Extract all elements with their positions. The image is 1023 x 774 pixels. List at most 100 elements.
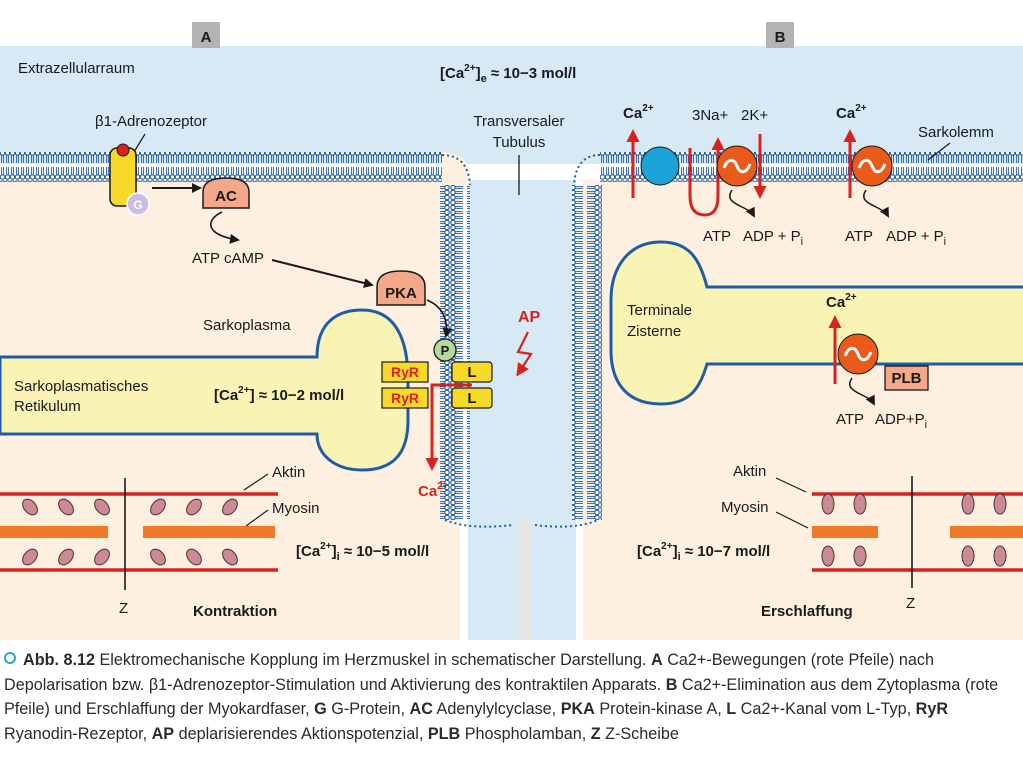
sarcolemma-curve-right <box>573 154 601 186</box>
z-label-b: Z <box>906 595 915 612</box>
caption-text-pka: Protein-kinase A, <box>599 700 722 718</box>
l-label-bottom: L <box>467 390 476 407</box>
tubule-gap <box>517 520 532 640</box>
caption-text-a: Ca2+-Bewegungen (rote Pfeile) nach Depol… <box>4 651 935 694</box>
pmca-symbol <box>857 158 887 174</box>
myosin-pointer-b <box>775 511 809 529</box>
caption-text-ac: Adenylylcyclase, <box>436 700 557 718</box>
adp-pi-label-b2: ADP + Pi <box>886 228 946 248</box>
tubule-label-line2: Tubulus <box>493 134 546 151</box>
ca-extracellular-concentration: [Ca2+]e ≈ 10−3 mol/l <box>440 63 576 85</box>
sarcomere-a <box>0 478 278 590</box>
caption-key-l: L <box>726 700 737 718</box>
caption-text-plb: Phospholamban, <box>464 724 587 743</box>
svg-text:ADP + Pi: ADP + Pi <box>743 228 803 248</box>
k2-label: 2K+ <box>741 107 768 124</box>
caption-text-ryr: Ryanodin-Rezeptor, <box>4 724 148 743</box>
ca-release-arrow <box>425 383 472 471</box>
caption-key-g: G <box>314 700 327 718</box>
adrenoceptor-label: β1-Adrenozeptor <box>95 113 207 130</box>
t-tubule-wall-right <box>572 185 602 520</box>
svg-text:[Ca2+]i ≈ 10−5 mol/l: [Ca2+]i ≈ 10−5 mol/l <box>296 541 429 563</box>
atp-hydrolysis-arrow-1 <box>729 189 755 218</box>
protein-kinase-a <box>376 270 426 306</box>
arrow-camp-to-pka <box>271 259 374 288</box>
panel-a-label: A <box>201 29 212 46</box>
na-k-atpase-symbol <box>722 158 752 174</box>
l-channel-bottom <box>451 387 493 409</box>
aktin-pointer-b <box>775 477 807 493</box>
l-label-top: L <box>467 364 476 381</box>
caption-key-ap: AP <box>151 724 175 743</box>
ryr-channel-top <box>381 361 429 383</box>
sarcolemma-corner-left <box>441 152 470 190</box>
serca-symbol <box>843 346 873 362</box>
myosin-heads-b <box>821 493 1007 567</box>
caption-text-z: Z-Scheibe <box>605 724 679 743</box>
ryr-label-top: RyR <box>391 364 419 380</box>
myosin-heads-a <box>22 498 238 566</box>
svg-text:[Ca2+]e ≈ 10−3 mol/l: [Ca2+]e ≈ 10−3 mol/l <box>440 63 576 85</box>
plb-label: PLB <box>892 370 922 387</box>
phosphate-label: P <box>441 343 450 358</box>
ryr-label-bottom: RyR <box>391 390 419 406</box>
caption-key-a: A <box>651 651 663 669</box>
sarcolemma-curve-left <box>441 154 471 186</box>
caption-text-l: Ca2+-Kanal vom L-Typ, <box>740 700 912 718</box>
extracellular-label: Extrazellularraum <box>18 60 135 77</box>
myosin-filament-a-left <box>0 526 108 538</box>
ca-sr-concentration: [Ca2+] ≈ 10−2 mol/l <box>214 385 344 404</box>
atp-label-b3: ATP <box>836 411 864 428</box>
adenylyl-cyclase <box>202 177 250 209</box>
caption-bullet-icon <box>4 652 16 664</box>
ap-label: AP <box>518 309 541 326</box>
panel-b-badge <box>766 22 794 48</box>
caption-key-z: Z <box>590 724 601 743</box>
g-protein <box>126 192 150 216</box>
adp-pi-label-b1: ADP + Pi <box>743 228 803 248</box>
myosin-filament-b-left <box>812 526 878 538</box>
ligand-dot <box>116 143 130 157</box>
extracellular-space <box>0 46 1023 164</box>
t-tubule-bottom-right <box>534 519 599 528</box>
l-channel-top <box>451 361 493 383</box>
g-protein-label: G <box>133 198 142 212</box>
ac-label: AC <box>215 188 237 205</box>
caption-key-b: B <box>665 675 678 694</box>
phosphate <box>433 338 457 362</box>
aktin-pointer-a <box>243 473 269 491</box>
svg-text:ADP + Pi: ADP + Pi <box>886 228 946 248</box>
ap-lightning-arrow <box>516 331 533 377</box>
ca-i-concentration-a: [Ca2+]i ≈ 10−5 mol/l <box>296 541 429 563</box>
aktin-label-b: Aktin <box>733 463 766 480</box>
terminal-cisterna-label-line1: Terminale <box>627 302 692 319</box>
ac-reaction-arrow <box>210 211 240 244</box>
adrenoceptor-pointer <box>133 133 146 153</box>
myosin-filament-a-right <box>143 526 275 538</box>
caption-figure-number: Abb. 8.12 <box>23 651 95 669</box>
aktin-label-a: Aktin <box>272 464 305 481</box>
sarcomere-b <box>812 476 1023 588</box>
caption-key-ryr: RyR <box>915 700 949 718</box>
atp-label-b1: ATP <box>703 228 731 245</box>
myosin-filament-b-right <box>950 526 1023 538</box>
ca-i-concentration-b: [Ca2+]i ≈ 10−7 mol/l <box>637 541 770 563</box>
pka-label: PKA <box>385 285 417 302</box>
erschlaffung-label: Erschlaffung <box>761 603 853 620</box>
caption-key-plb: PLB <box>427 724 461 743</box>
sarkoplasma-label: Sarkoplasma <box>203 317 291 334</box>
svg-text:[Ca2+]i ≈ 10−7 mol/l: [Ca2+]i ≈ 10−7 mol/l <box>637 541 770 563</box>
caption-key-ac: AC <box>409 700 433 718</box>
caption-text-ap: deplarisierendes Aktionspotenzial, <box>178 724 424 743</box>
myosin-label-a: Myosin <box>272 500 320 517</box>
tubule-label-line1: Transversaler <box>473 113 564 130</box>
caption-text-b: Ca2+-Elimination aus dem Zytoplasma (rot… <box>4 675 999 719</box>
phospholamban <box>884 365 929 391</box>
sarkolemm-label: Sarkolemm <box>918 124 994 141</box>
figure-caption: Abb. 8.12 Elektromechanische Kopplung im… <box>4 648 1018 746</box>
caption-text-g: G-Protein, <box>331 700 406 718</box>
z-label-a: Z <box>119 600 128 617</box>
svg-text:ADP+Pi: ADP+Pi <box>875 411 927 431</box>
caption-title: Elektromechanische Kopplung im Herzmuske… <box>99 651 647 669</box>
atp-hydrolysis-arrow-2 <box>863 189 889 218</box>
